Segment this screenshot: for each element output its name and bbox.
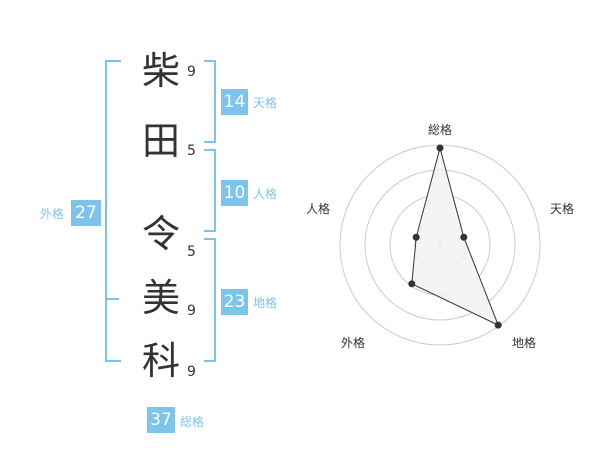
soukaku-label: 総格: [180, 415, 205, 429]
stroke-count-2: 5: [187, 143, 196, 159]
radar-point-1: [436, 144, 444, 152]
radar-point-2: [460, 233, 468, 241]
stroke-count-5: 9: [187, 364, 196, 380]
tenkaku-bracket: [204, 60, 216, 143]
radar-point-5: [412, 233, 420, 241]
radar-axis-label-chikaku: 地格: [512, 336, 537, 350]
kanji-1: 柴: [141, 49, 180, 93]
radar-axis-label-tenkaku: 天格: [550, 202, 575, 216]
gaikaku-label: 外格: [40, 207, 65, 221]
jinkaku-label: 人格: [253, 187, 278, 201]
radar-point-4: [408, 280, 416, 288]
stroke-count-1: 9: [187, 64, 196, 80]
radar-point-3: [494, 321, 502, 329]
jinkaku-bracket: [204, 149, 216, 232]
outer-bracket: [105, 60, 121, 362]
tenkaku-label: 天格: [253, 96, 278, 110]
stroke-count-4: 9: [187, 303, 196, 319]
chikaku-label: 地格: [253, 296, 278, 310]
radar-axis-label-soukaku: 総格: [428, 123, 453, 137]
tenkaku-badge: 14: [221, 89, 248, 115]
kanji-5: 科: [141, 339, 180, 383]
radar-axis-label-gaikaku: 外格: [341, 336, 366, 350]
kanji-4: 美: [141, 276, 180, 320]
kanji-3: 令: [141, 212, 180, 256]
radar-axis-label-jinkaku: 人格: [306, 202, 331, 216]
chikaku-bracket: [204, 238, 216, 362]
radar-chart: [339, 144, 541, 346]
stroke-count-3: 5: [187, 244, 196, 260]
kanji-2: 田: [141, 119, 180, 163]
chikaku-badge: 23: [221, 289, 248, 315]
radar-polygon: [411, 146, 500, 327]
soukaku-badge: 37: [147, 407, 175, 433]
gaikaku-badge: 27: [71, 200, 101, 226]
jinkaku-badge: 10: [221, 180, 248, 206]
outer-bracket-tick: [105, 298, 119, 300]
